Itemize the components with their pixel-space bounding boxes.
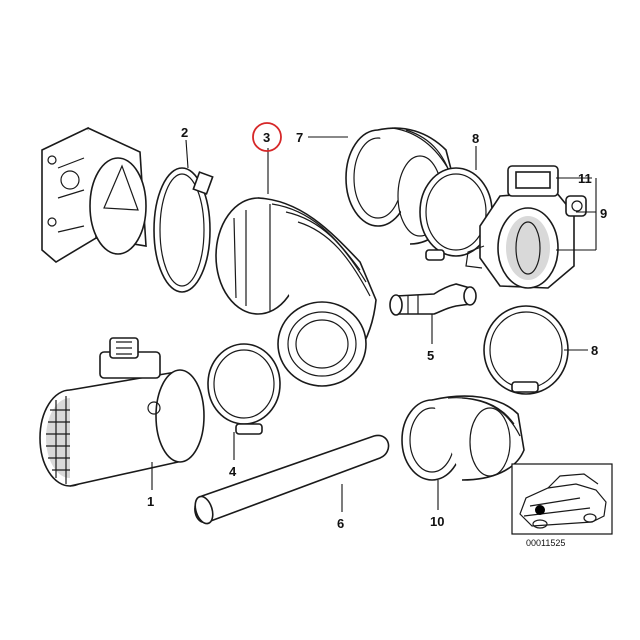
location-marker-icon [535, 505, 545, 515]
intake-hose-part[interactable] [192, 434, 390, 525]
hose-clamp-part[interactable] [153, 167, 214, 293]
callout-6[interactable]: 6 [337, 516, 344, 531]
callout-8-top[interactable]: 8 [472, 131, 479, 146]
air-mass-meter-part[interactable] [39, 337, 205, 487]
callout-9[interactable]: 9 [600, 206, 607, 221]
reference-code: 00011525 [526, 538, 565, 548]
callout-5[interactable]: 5 [427, 348, 434, 363]
vent-pipe-part[interactable] [389, 283, 477, 316]
callout-10[interactable]: 10 [430, 514, 444, 529]
callout-1[interactable]: 1 [147, 494, 154, 509]
vehicle-location-inset: 00011525 [511, 463, 613, 548]
throttle-body-part[interactable] [465, 165, 587, 289]
hose-clamp-lower-part[interactable] [483, 305, 569, 395]
callout-labels: 1 2 3 4 5 6 7 8 8 9 10 11 [147, 125, 607, 531]
callout-11[interactable]: 11 [578, 171, 592, 186]
callout-3[interactable]: 3 [263, 130, 270, 145]
intake-adapter-part[interactable] [41, 126, 147, 263]
rubber-boot-part[interactable] [215, 197, 377, 387]
rubber-boot-lower-part[interactable] [401, 395, 525, 481]
callout-8-bottom[interactable]: 8 [591, 343, 598, 358]
callout-2[interactable]: 2 [181, 125, 188, 140]
hose-clamp-small-part[interactable] [207, 343, 281, 435]
callout-3-highlight-ring [252, 122, 282, 152]
leader-lines [151, 136, 597, 512]
callout-7[interactable]: 7 [296, 130, 303, 145]
callout-4[interactable]: 4 [229, 464, 237, 479]
car-silhouette-icon [519, 473, 607, 529]
